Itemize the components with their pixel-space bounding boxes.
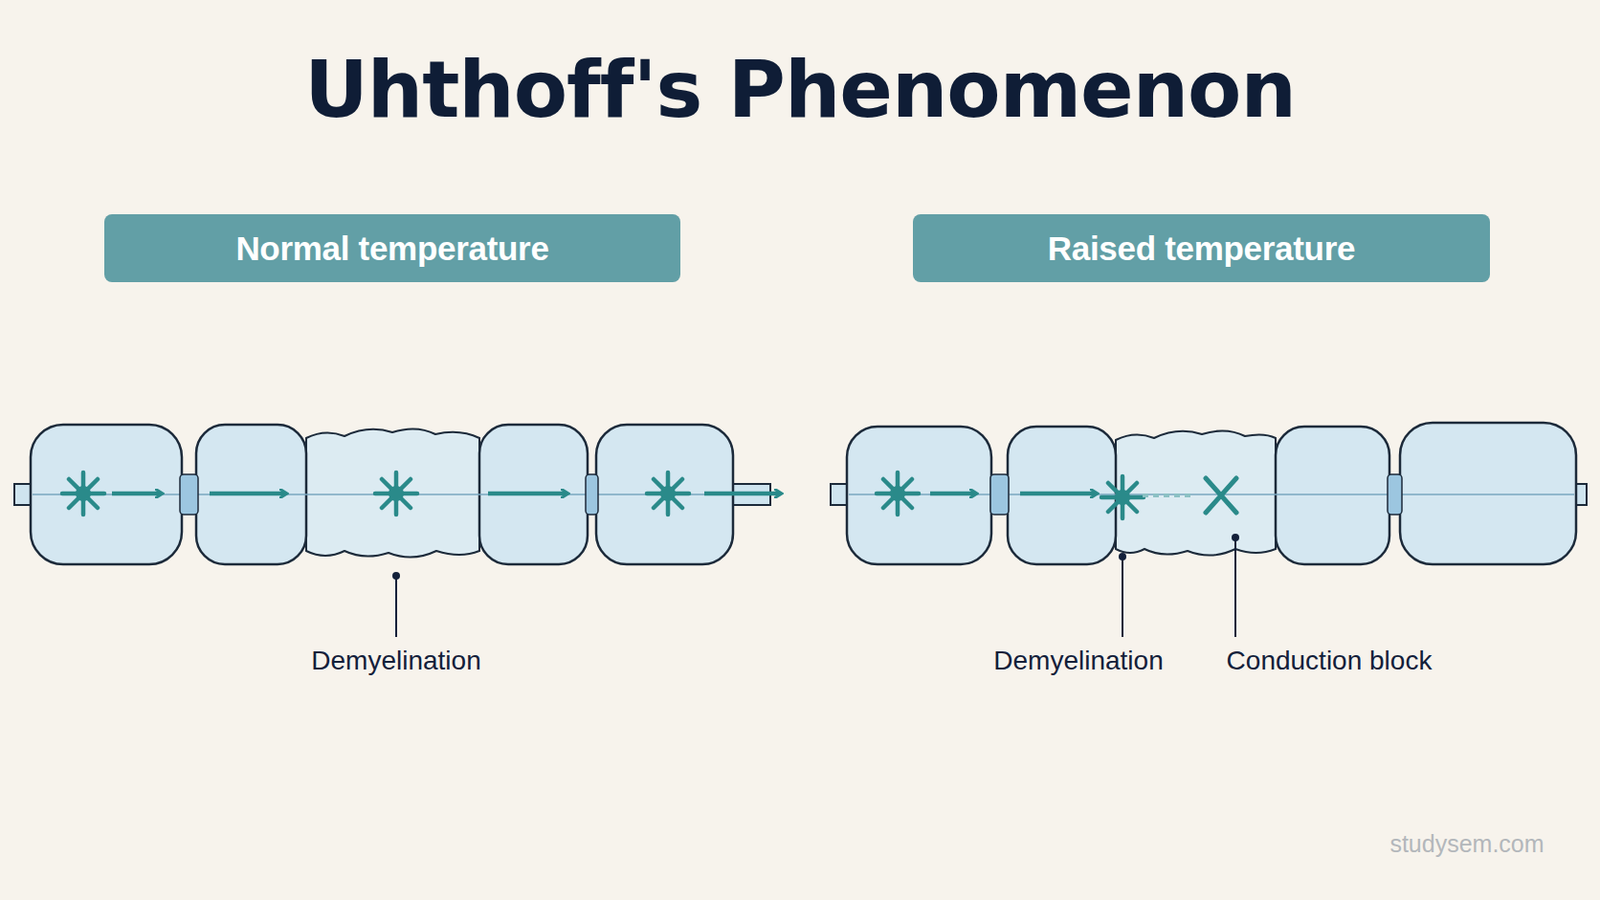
callout-label: Conduction block: [1226, 645, 1433, 677]
header-band: Normal temperature: [104, 214, 681, 283]
watermark: studysem.com: [1389, 830, 1544, 859]
band-label: Raised temperature: [1047, 229, 1356, 268]
band-label: Normal temperature: [235, 229, 549, 268]
normal-axon: [14, 424, 780, 638]
callout-label: Demyelination: [993, 645, 1163, 677]
diagram-title: Uhthoff's Phenomenon: [0, 44, 1600, 135]
header-band: Raised temperature: [912, 214, 1490, 283]
callout-label: Demyelination: [311, 645, 481, 677]
demyelinated-region: [306, 428, 480, 557]
heated-axon: [830, 422, 1587, 638]
demyelinated-region: [1115, 430, 1276, 556]
